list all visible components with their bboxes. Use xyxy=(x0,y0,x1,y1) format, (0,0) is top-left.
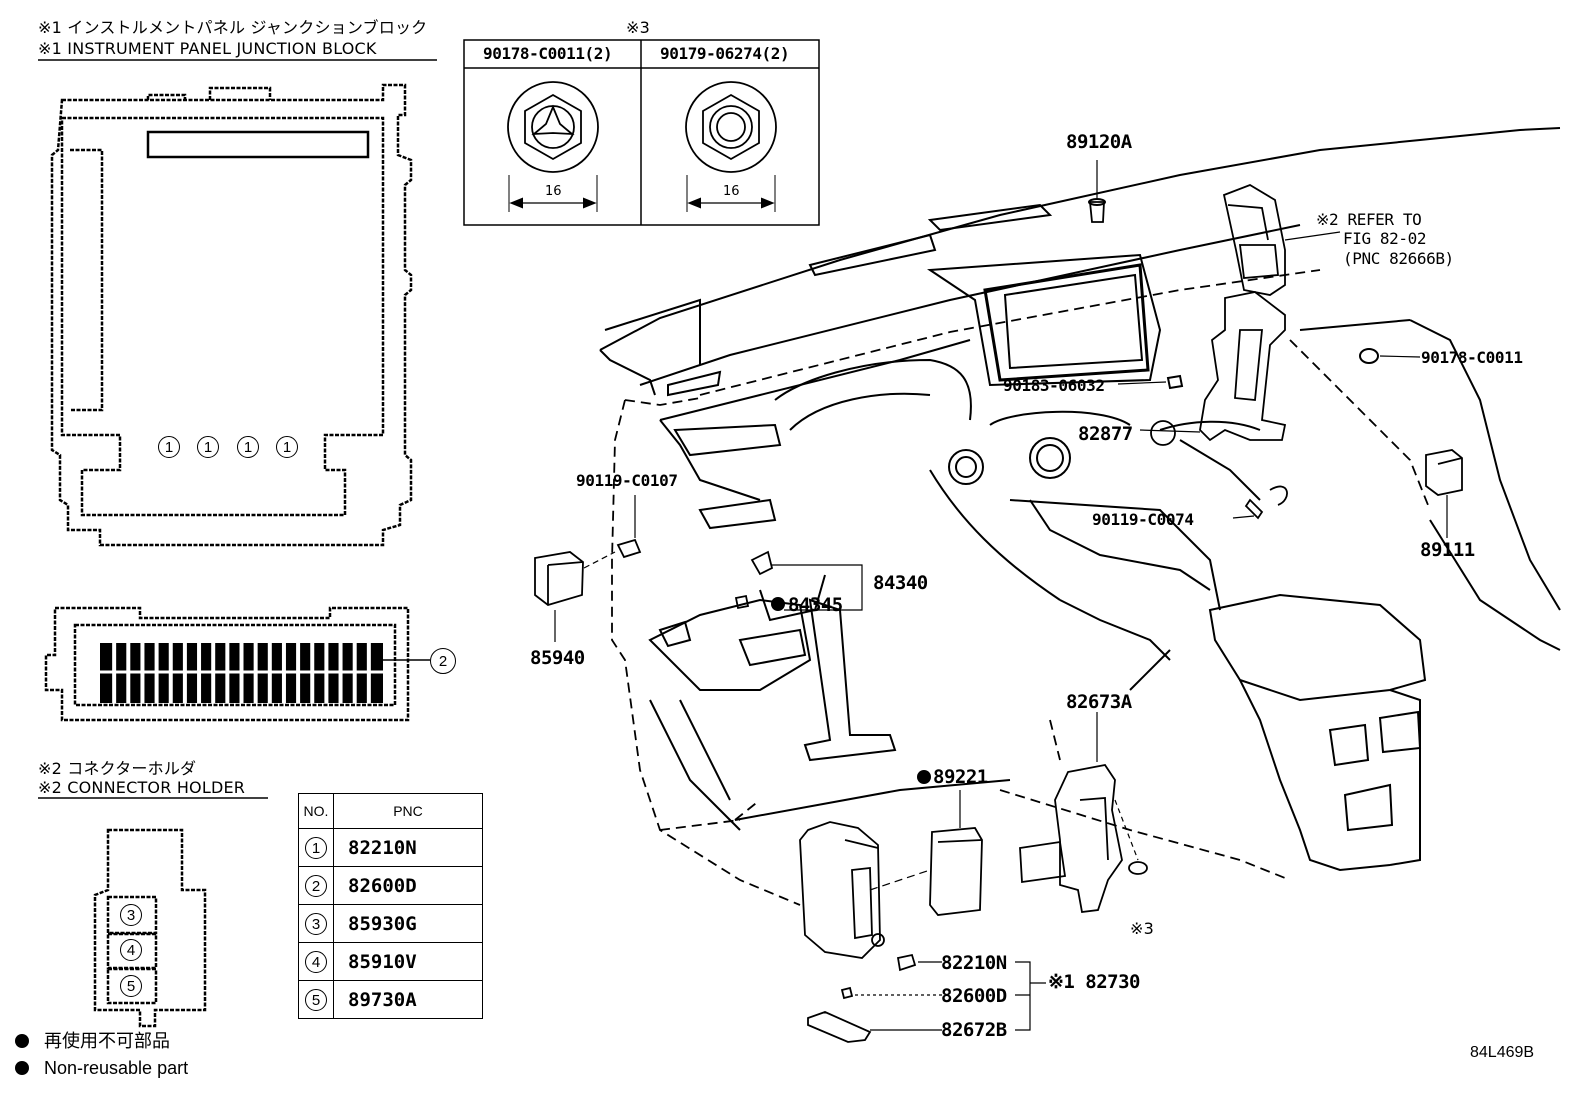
jb-slot-frame xyxy=(155,432,305,464)
callout-refer-3: (PNC 82666B) xyxy=(1343,249,1454,268)
bolt-right xyxy=(685,81,777,212)
ch-slot-3: 3 xyxy=(120,904,142,926)
callout-82672B: 82672B xyxy=(941,1019,1007,1041)
junction-block-title-jp: ※1 インストルメントパネル ジャンクションブロック xyxy=(38,18,428,37)
legend-jp: 再使用不可部品 xyxy=(44,1031,170,1051)
row-pnc: 82600D xyxy=(333,866,483,905)
part-82730-junction-block xyxy=(799,821,885,959)
connector-holder-title-en: ※2 CONNECTOR HOLDER xyxy=(38,778,246,797)
callout-89111: 89111 xyxy=(1420,539,1475,561)
bolt-left xyxy=(507,81,599,212)
row-pnc: 89730A xyxy=(333,980,483,1019)
dash-frame-dashed xyxy=(611,269,1431,906)
callout-ref3: ※3 xyxy=(1130,919,1154,938)
callout-82673A: 82673A xyxy=(1066,691,1132,713)
part-82600D xyxy=(840,986,942,1000)
row-pnc: 85910V xyxy=(333,942,483,981)
callout-89221: 89221 xyxy=(933,766,988,788)
pnc-table-header: NO. PNC xyxy=(298,793,483,829)
table-row: 3 85930G xyxy=(298,904,483,943)
row-no: 4 xyxy=(305,950,327,973)
row-no: 2 xyxy=(305,874,327,897)
junction-block-top-view xyxy=(50,83,413,547)
bolt-right-part: 90179-06274(2) xyxy=(660,44,790,63)
part-clip-90183 xyxy=(1117,374,1184,390)
jb-connector-label: 2 xyxy=(430,648,456,674)
table-row: 4 85910V xyxy=(298,942,483,981)
ch-slot-4: 4 xyxy=(120,939,142,961)
header-no: NO. xyxy=(298,793,334,829)
header-pnc: PNC xyxy=(333,793,483,829)
callout-refer-2: FIG 82-02 xyxy=(1343,229,1427,248)
part-89221 xyxy=(869,790,983,916)
part-connector-holder-bracket xyxy=(1222,184,1341,296)
callout-82877: 82877 xyxy=(1078,423,1133,445)
table-row: 1 82210N xyxy=(298,828,483,867)
part-89111 xyxy=(1425,449,1463,538)
callout-90178-C0011: 90178-C0011 xyxy=(1421,348,1523,367)
part-84340 xyxy=(734,550,863,611)
connector-holder xyxy=(93,828,207,1028)
bolt-left-part: 90178-C0011(2) xyxy=(483,44,613,63)
callout-90183-06032: 90183-06032 xyxy=(1003,376,1105,395)
bolt-ref-mark: ※3 xyxy=(626,18,650,37)
bolt-right-size: 16 xyxy=(723,184,740,199)
table-row: 2 82600D xyxy=(298,866,483,905)
figure-id: 84L469B xyxy=(1470,1044,1535,1061)
dashboard-outline xyxy=(599,127,1561,872)
callout-84345: 84345 xyxy=(788,594,843,616)
part-89120A xyxy=(1088,160,1106,223)
part-82672B xyxy=(807,1011,942,1043)
table-row: 5 89730A xyxy=(298,980,483,1019)
bolt-left-size: 16 xyxy=(545,184,562,199)
jb-slot-3: 1 xyxy=(237,436,259,458)
row-pnc: 85930G xyxy=(333,904,483,943)
part-82210N xyxy=(896,953,942,972)
callout-85940: 85940 xyxy=(530,647,585,669)
legend-en: Non-reusable part xyxy=(44,1058,189,1078)
junction-block-side-view xyxy=(44,606,410,722)
part-85940 xyxy=(534,551,616,642)
callout-90119-C0074: 90119-C0074 xyxy=(1092,510,1194,529)
junction-block-title-en: ※1 INSTRUMENT PANEL JUNCTION BLOCK xyxy=(38,39,377,58)
part-nut-90178 xyxy=(1359,348,1421,364)
part-bolt-90119-C0074 xyxy=(1232,485,1288,520)
ch-slot-5: 5 xyxy=(120,975,142,997)
connector-holder-title-jp: ※2 コネクターホルダ xyxy=(38,759,197,778)
row-no: 1 xyxy=(305,836,327,859)
jb-slot-1: 1 xyxy=(158,436,180,458)
part-center-bracket xyxy=(1139,291,1287,446)
callout-82730: ※1 82730 xyxy=(1048,971,1141,993)
part-82673A xyxy=(1019,712,1148,913)
pnc-table: NO. PNC 1 82210N 2 82600D 3 85930G 4 859… xyxy=(298,793,483,1019)
part-bolt-90119-C0107 xyxy=(616,495,642,559)
row-no: 5 xyxy=(305,988,327,1011)
row-pnc: 82210N xyxy=(333,828,483,867)
jb-slot-2: 1 xyxy=(197,436,219,458)
callout-refer-1: ※2 REFER TO xyxy=(1316,210,1422,229)
bolt-detail-box xyxy=(463,39,820,226)
jb-slot-4: 1 xyxy=(276,436,298,458)
callout-82210N: 82210N xyxy=(941,952,1007,974)
callout-89120A: 89120A xyxy=(1066,131,1132,153)
callout-84340: 84340 xyxy=(873,572,928,594)
row-no: 3 xyxy=(305,912,327,935)
callout-90119-C0107: 90119-C0107 xyxy=(576,471,678,490)
callout-82600D: 82600D xyxy=(941,985,1007,1007)
